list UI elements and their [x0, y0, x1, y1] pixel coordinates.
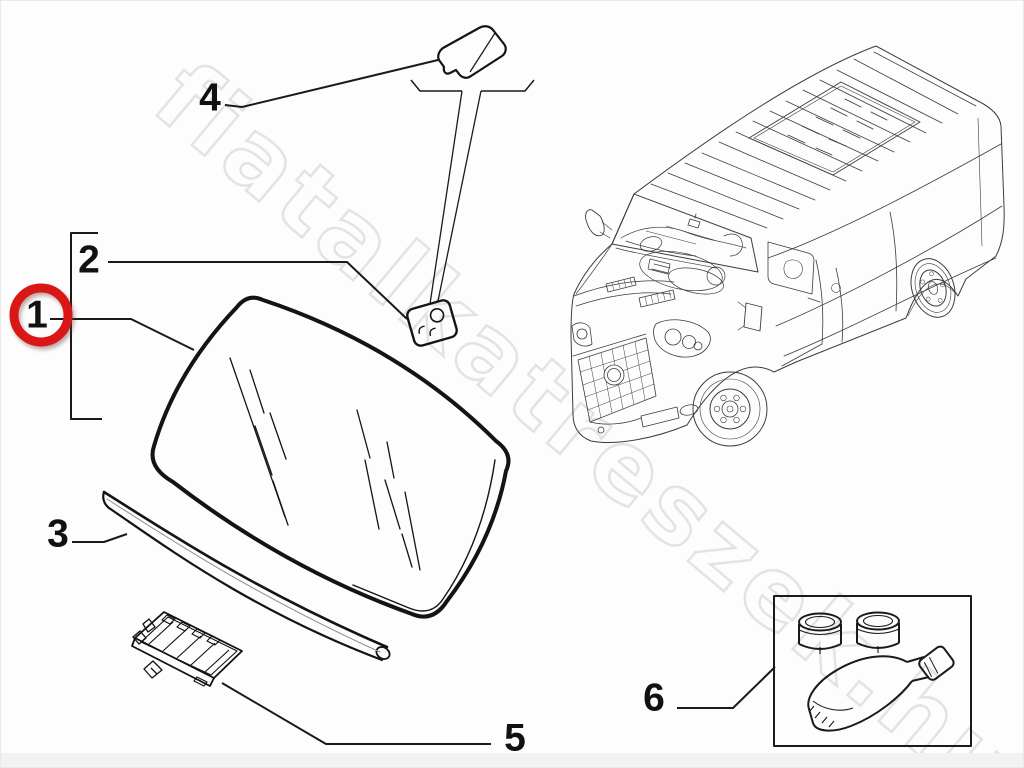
kit-tub-1: [798, 612, 842, 654]
part-4-cover-cap: [437, 25, 507, 79]
side-body-lines: [767, 117, 1003, 367]
leader-5: [221, 682, 491, 745]
van-illustration: [570, 45, 1005, 447]
leader-1: [50, 318, 195, 351]
roof-ribs: [650, 58, 959, 229]
kit-box-outline: [773, 595, 972, 747]
bracket-1: [70, 232, 102, 420]
kit-bottle: [807, 645, 955, 732]
part-label-5: 5: [504, 716, 526, 760]
pointer-lines-4: [429, 90, 482, 305]
watermark-text: fiatalkatreszek.hu: [134, 41, 1024, 768]
part-label-4: 4: [199, 76, 221, 120]
front-grille: [577, 337, 657, 423]
leader-4: [224, 59, 439, 108]
headlights: [571, 319, 711, 358]
bracket-4: [410, 79, 535, 92]
front-wheel: [692, 371, 768, 447]
part-label-6: 6: [643, 676, 665, 720]
part-5-sensor-mount: [131, 611, 243, 687]
part-label-2: 2: [78, 238, 100, 282]
highlight-circle: [9, 283, 73, 347]
door-mirrors: [585, 209, 763, 332]
part-3-trim-strip: [102, 490, 391, 662]
glass-reflection-lines: [229, 357, 421, 571]
upper-grille-slots: [605, 276, 676, 308]
part-label-3: 3: [47, 512, 69, 556]
part-1-windscreen-glass: [150, 295, 511, 619]
van-windshield: [611, 193, 759, 273]
callout-lines: [50, 59, 776, 745]
part-2-sensor-plate: [406, 299, 458, 347]
part-label-1: 1: [26, 293, 48, 337]
roof-rack: [748, 81, 921, 176]
part-6-repair-kit: [773, 595, 972, 747]
fiat-badge: [603, 364, 625, 386]
engine-bay-lines: [639, 250, 726, 295]
page-bottom-strip: [1, 753, 1023, 767]
leader-3: [72, 533, 128, 543]
leader-2: [108, 261, 408, 320]
front-bumper-details: [572, 333, 699, 434]
rear-wheel: [910, 258, 956, 318]
watermark: fiatalkatreszek.hu: [133, 40, 1024, 768]
kit-tub-2: [856, 611, 900, 653]
leader-6: [677, 666, 776, 709]
